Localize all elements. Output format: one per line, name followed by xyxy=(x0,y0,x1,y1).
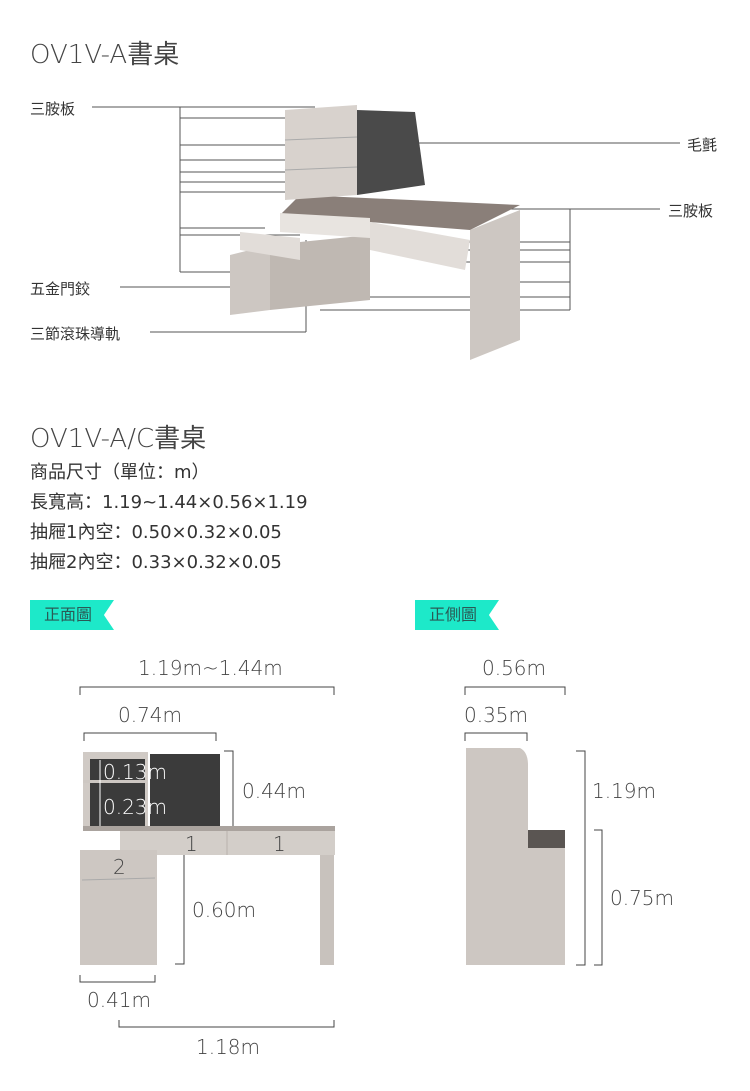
drawer-1b-label: 1 xyxy=(273,832,286,856)
front-shelf-bottom: 0.23m xyxy=(103,795,168,819)
drawer-2-label: 2 xyxy=(113,855,126,879)
front-desk-width: 1.18m xyxy=(196,1035,261,1059)
top-title: OV1V-A書桌 xyxy=(30,40,180,70)
front-desk-height: 0.60m xyxy=(192,898,257,922)
spec-overall: 長寬高：1.19~1.44×0.56×1.19 xyxy=(30,492,308,513)
spec-unit: 商品尺寸（單位：m） xyxy=(30,462,210,483)
drawer-1a-label: 1 xyxy=(185,832,198,856)
side-view-badge: 正側圖 xyxy=(415,600,499,630)
side-hutch-depth: 0.35m xyxy=(464,703,529,727)
exploded-diagram xyxy=(92,105,680,360)
side-depth-total: 0.56m xyxy=(482,656,547,680)
front-shelf-top: 0.13m xyxy=(103,760,168,784)
front-hutch-width: 0.74m xyxy=(118,703,183,727)
front-width-total: 1.19m~1.44m xyxy=(138,656,283,680)
side-height-total: 1.19m xyxy=(592,779,657,803)
label-melamine-right: 三胺板 xyxy=(668,202,714,220)
label-hinge: 五金門鉸 xyxy=(30,280,91,298)
spec-title: OV1V-A/C書桌 xyxy=(30,424,207,454)
front-view-badge: 正面圖 xyxy=(30,600,114,630)
front-cabinet-width: 0.41m xyxy=(87,988,152,1012)
spec-drawer1: 抽屜1內空：0.50×0.32×0.05 xyxy=(30,522,282,543)
spec-drawer2: 抽屜2內空：0.33×0.32×0.05 xyxy=(30,552,282,573)
side-desk-height: 0.75m xyxy=(610,886,675,910)
side-desk xyxy=(466,748,565,965)
front-desk xyxy=(80,752,335,965)
desk-render xyxy=(230,105,520,360)
label-melamine-left: 三胺板 xyxy=(30,100,76,118)
label-rail: 三節滾珠導軌 xyxy=(30,325,121,343)
front-hutch-height: 0.44m xyxy=(242,779,307,803)
label-felt: 毛氈 xyxy=(687,136,718,154)
